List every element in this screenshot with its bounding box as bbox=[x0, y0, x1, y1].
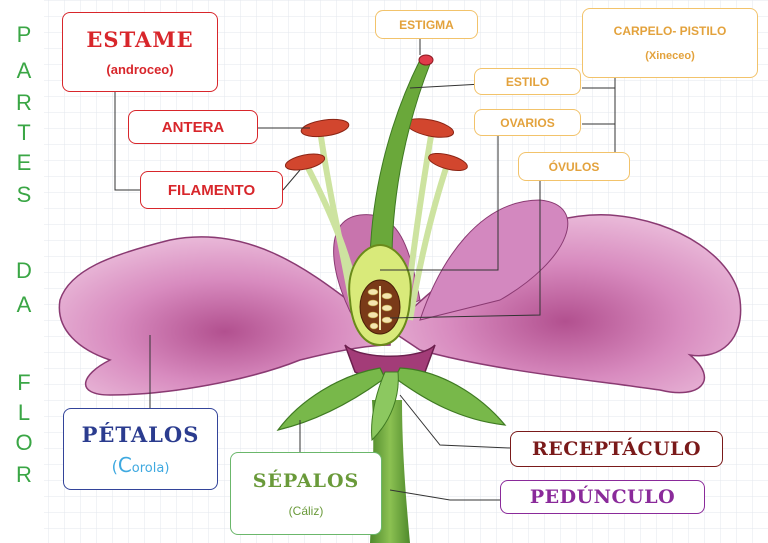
title-letter-t: T bbox=[17, 120, 31, 145]
ovules-group bbox=[367, 286, 393, 330]
title-letter-l: L bbox=[17, 400, 31, 425]
anther-1 bbox=[300, 118, 350, 138]
anther-4 bbox=[428, 152, 468, 172]
estigma-text: ESTIGMA bbox=[399, 17, 454, 32]
label-ovarios: OVARIOS bbox=[474, 109, 581, 136]
title-letter-o: O bbox=[15, 430, 33, 455]
label-sepalos: SÉPALOS (Cáliz) bbox=[230, 452, 382, 535]
title-letter-a: A bbox=[16, 58, 32, 83]
label-estame: ESTAME (androceo) bbox=[62, 12, 218, 92]
androceo-text: (androceo) bbox=[106, 62, 174, 77]
filamento-text: FILAMENTO bbox=[167, 181, 256, 199]
title-letter-d: D bbox=[16, 258, 32, 283]
ovulos-text: ÓVULOS bbox=[548, 159, 600, 174]
label-estilo: ESTILO bbox=[474, 68, 581, 95]
antera-text: ANTERA bbox=[161, 118, 225, 136]
corola-rest: orola) bbox=[131, 460, 170, 476]
receptaculo-text: RECEPTÁCULO bbox=[531, 438, 702, 460]
anther-2 bbox=[284, 153, 326, 171]
left-sepal bbox=[276, 367, 386, 431]
estame-text: ESTAME bbox=[86, 27, 194, 52]
estilo-text: ESTILO bbox=[505, 74, 550, 89]
label-filamento: FILAMENTO bbox=[140, 171, 283, 209]
carpelo-text: CARPELO- PISTILO bbox=[613, 24, 727, 38]
title-letter-r: R bbox=[16, 90, 32, 115]
title-letter-e: E bbox=[16, 150, 32, 175]
petalos-text: PÉTALOS bbox=[81, 421, 200, 447]
caliz-text: (Cáliz) bbox=[288, 503, 324, 518]
label-antera: ANTERA bbox=[128, 110, 258, 144]
center-sepal bbox=[371, 371, 399, 442]
title-letter-s: S bbox=[16, 182, 32, 207]
label-receptaculo: RECEPTÁCULO bbox=[510, 431, 723, 467]
corola-text: (Corola) bbox=[112, 453, 170, 477]
label-petalos: PÉTALOS (Corola) bbox=[63, 408, 218, 490]
label-carpelo-pistilo: CARPELO- PISTILO (Xineceo) bbox=[582, 8, 758, 78]
title-letter-f: F bbox=[17, 370, 31, 395]
label-pedunculo: PEDÚNCULO bbox=[500, 480, 705, 514]
title-letter-r2: R bbox=[16, 462, 32, 487]
sepalos-text: SÉPALOS bbox=[252, 469, 360, 492]
xineceo-text: (Xineceo) bbox=[645, 50, 695, 62]
label-estigma: ESTIGMA bbox=[375, 10, 478, 39]
stigma-tip bbox=[418, 54, 434, 66]
pedunculo-text: PEDÚNCULO bbox=[529, 486, 676, 508]
filament-4 bbox=[407, 161, 451, 321]
right-sepal bbox=[394, 367, 507, 426]
corola-initial: C bbox=[117, 452, 132, 477]
left-petal bbox=[58, 236, 391, 396]
title-letter-a2: A bbox=[16, 292, 32, 317]
ovarios-text: OVARIOS bbox=[500, 115, 555, 130]
corola-open: ( bbox=[111, 456, 118, 476]
label-ovulos: ÓVULOS bbox=[518, 152, 630, 181]
title-letter-p: P bbox=[16, 22, 32, 47]
